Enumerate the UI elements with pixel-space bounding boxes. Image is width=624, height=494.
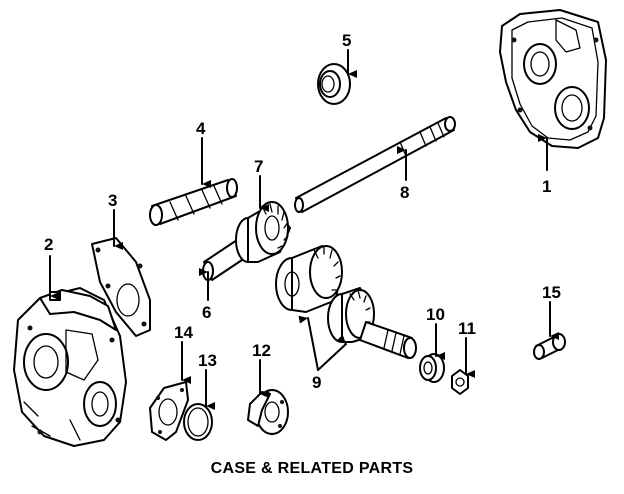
part-9-gear-pair — [275, 245, 417, 359]
part-11-nut — [451, 369, 469, 395]
part-8-main-shaft — [294, 116, 456, 213]
part-13-o-ring — [183, 403, 213, 441]
part-4-splined-shaft — [149, 178, 238, 226]
callout-13: 13 — [198, 351, 217, 370]
callout-12: 12 — [252, 341, 271, 360]
callout-8: 8 — [400, 183, 409, 202]
callout-11: 11 — [458, 319, 476, 338]
callout-1: 1 — [542, 177, 551, 196]
leader-lines — [49, 49, 559, 410]
part-5-seal — [317, 63, 351, 105]
diagram-caption: CASE & RELATED PARTS — [210, 460, 414, 477]
callout-15: 15 — [542, 283, 561, 302]
part-2-transfer-case — [13, 287, 127, 447]
callout-2: 2 — [44, 235, 53, 254]
part-10-bearing — [419, 353, 445, 383]
part-15-plug — [533, 333, 566, 360]
callout-3: 3 — [108, 191, 117, 210]
part-7-gear-assembly — [202, 201, 291, 281]
callout-7: 7 — [254, 157, 263, 176]
callout-6: 6 — [202, 303, 211, 322]
part-3-gasket-plate — [91, 237, 151, 337]
callout-9: 9 — [312, 373, 321, 392]
callout-5: 5 — [342, 31, 351, 50]
part-12-flange — [247, 389, 289, 435]
callout-4: 4 — [196, 119, 206, 138]
callout-10: 10 — [426, 305, 445, 324]
callout-14: 14 — [174, 323, 193, 342]
part-1-cover-plate — [499, 9, 607, 149]
part-14-gasket — [149, 381, 189, 441]
